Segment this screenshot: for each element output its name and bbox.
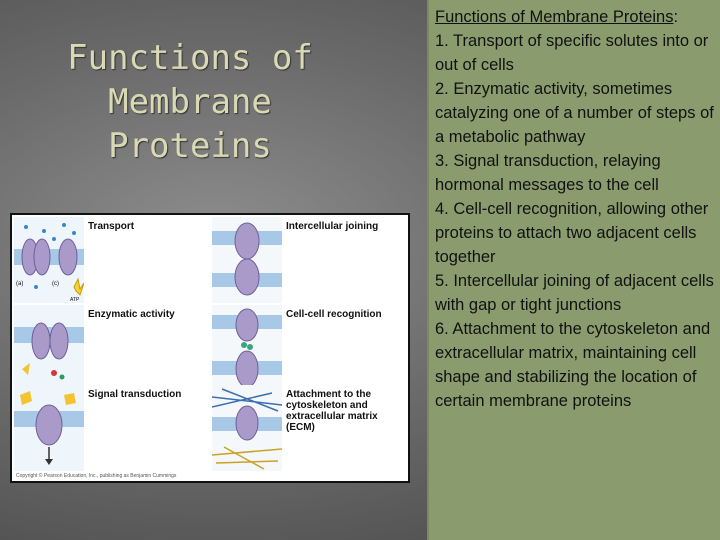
notes-panel: Functions of Membrane Proteins: 1. Trans… xyxy=(427,0,720,540)
notes-item-2: 2. Enzymatic activity, sometimes catalyz… xyxy=(435,80,714,146)
title-line-1: Functions of xyxy=(67,38,313,78)
label-a: (a) xyxy=(16,281,23,287)
membrane-protein-figure: (a) (c) ATP Transport Intercellular join… xyxy=(10,213,410,483)
notes-heading-line: Functions of Membrane Proteins: xyxy=(435,5,714,29)
transport-illustration: (a) (c) ATP xyxy=(14,217,84,303)
label-signal-transduction: Signal transduction xyxy=(88,389,182,400)
joining-illustration xyxy=(212,217,282,303)
notes-item-4: 4. Cell-cell recognition, allowing other… xyxy=(435,200,709,266)
title-line-2: Membrane xyxy=(108,82,272,122)
notes-item-5: 5. Intercellular joining of adjacent cel… xyxy=(435,272,714,314)
label-enzymatic-activity: Enzymatic activity xyxy=(88,309,175,320)
title-line-3: Proteins xyxy=(108,126,272,166)
label-intercellular-joining: Intercellular joining xyxy=(286,221,379,232)
recognition-illustration xyxy=(212,305,282,391)
attachment-illustration xyxy=(212,385,282,471)
label-cell-cell-recognition: Cell-cell recognition xyxy=(286,309,382,320)
label-attachment-ecm: Attachment to the cytoskeleton and extra… xyxy=(286,389,378,433)
enzymatic-illustration xyxy=(14,305,84,391)
label-transport: Transport xyxy=(88,221,135,232)
panel-attachment-ecm: Attachment to the cytoskeleton and extra… xyxy=(212,385,410,473)
notes-heading: Functions of Membrane Proteins xyxy=(435,8,674,26)
slide-title: Functions of Membrane Proteins xyxy=(40,36,340,168)
panel-cell-cell-recognition: Cell-cell recognition xyxy=(212,305,410,393)
notes-heading-suffix: : xyxy=(673,8,679,26)
label-atp: ATP xyxy=(70,297,80,303)
panel-enzymatic-activity: Enzymatic activity xyxy=(14,305,212,393)
figure-caption: Copyright © Pearson Education, Inc., pub… xyxy=(16,473,177,479)
notes-item-6: 6. Attachment to the cytoskeleton and ex… xyxy=(435,320,711,410)
signal-illustration xyxy=(14,385,84,471)
panel-signal-transduction: Signal transduction xyxy=(14,385,212,473)
notes-item-3: 3. Signal transduction, relaying hormona… xyxy=(435,152,661,194)
panel-transport: (a) (c) ATP Transport xyxy=(14,217,212,305)
label-c: (c) xyxy=(52,281,59,287)
notes-item-1: 1. Transport of specific solutes into or… xyxy=(435,32,709,74)
panel-intercellular-joining: Intercellular joining xyxy=(212,217,410,305)
